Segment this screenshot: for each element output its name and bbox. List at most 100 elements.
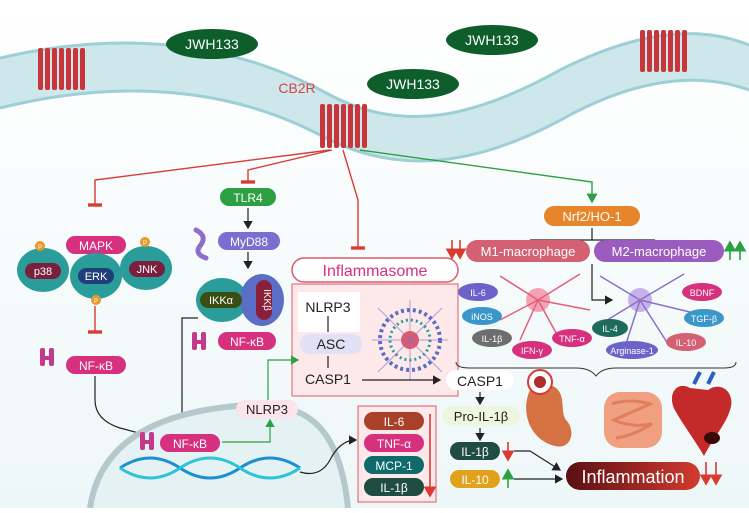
m1-marker: [552, 329, 592, 347]
ligand-label: JWH133: [386, 76, 440, 92]
tlr4-node: [220, 188, 276, 206]
ligand-jwh133-right: [446, 25, 538, 55]
erk-label: ERK: [85, 271, 108, 283]
cytokine-tnfa: [364, 434, 424, 452]
nfkb-label: NF-κB: [230, 335, 264, 349]
m1-marker-label: TNF-α: [559, 334, 585, 344]
bracket: [455, 361, 737, 377]
p38-node: [25, 263, 61, 279]
ikkb-label: IKKβ: [261, 289, 272, 311]
m1-marker: [462, 307, 502, 325]
m2-marker-label: TGF-β: [691, 314, 717, 324]
ligand-label: JWH133: [465, 32, 519, 48]
ligand-label: JWH133: [185, 36, 239, 52]
p38-label: p38: [34, 266, 52, 278]
arrow: [94, 376, 152, 439]
nlrp3-panel: [298, 292, 360, 332]
cytokine-label: MCP-1: [375, 459, 413, 473]
cytokine-label: IL-6: [384, 415, 405, 429]
nrf2-node: [544, 206, 640, 226]
m2-marker-label: Arginase-1: [610, 346, 654, 356]
nfkb-dimer-icon: [40, 348, 54, 366]
heart-icon: [671, 371, 732, 456]
m2-marker: [606, 341, 658, 359]
intestine-icon: [604, 392, 662, 448]
arrow: [514, 450, 562, 471]
m2-node: [594, 240, 724, 262]
m2-label: M2-macrophage: [612, 244, 707, 259]
ikkb-node: [256, 280, 272, 320]
mapk-label: MAPK: [79, 239, 113, 253]
cytokine-mcp1: [364, 456, 424, 474]
inflammasome-title: Inflammasome: [323, 263, 428, 280]
m2-marker-label: IL-10: [676, 338, 697, 348]
nrf2-label: Nrf2/HO-1: [562, 209, 621, 224]
tlr4-label: TLR4: [233, 191, 263, 205]
myd88-shape: [193, 227, 209, 261]
cb2r-receptor-center: [320, 104, 367, 148]
casp1-label: CASP1: [305, 371, 351, 387]
m1-marker-label: IL-6: [470, 288, 486, 298]
nfkb-node-tlr: [218, 332, 276, 350]
nfkb-node-left: [66, 356, 126, 374]
arrow: [222, 418, 275, 443]
m2-marker: [682, 283, 722, 301]
receptor-label: CB2R: [278, 80, 315, 96]
m2-marker: [592, 319, 628, 337]
myd88-node: [218, 232, 280, 250]
asc-label: ASC: [317, 336, 346, 352]
m2-macrophage-cell: [599, 273, 691, 345]
cb2r-receptor-left: [38, 48, 85, 90]
arrow: [591, 264, 614, 305]
m2-marker-label: BDNF: [690, 288, 715, 298]
casp1-node: [446, 370, 514, 390]
inflammation-node: [566, 462, 700, 490]
m1-macrophage-cell: [499, 273, 591, 341]
m1-marker-label: iNOS: [471, 312, 493, 322]
erk-node: [78, 268, 114, 284]
m1-marker: [458, 283, 498, 301]
m1-label: M1-macrophage: [481, 244, 576, 259]
casp1-label: CASP1: [457, 373, 503, 389]
ligand-jwh133-center: [367, 69, 459, 99]
kidney-icon: [526, 369, 572, 447]
ikka-label: IKKα: [209, 295, 234, 307]
signal-lines: [88, 149, 598, 250]
nlrp3-label: NLRP3: [246, 402, 288, 417]
m2-marker: [666, 333, 706, 351]
m1-marker: [472, 329, 512, 347]
inflammation-label: Inflammation: [581, 467, 684, 487]
nfkb-node-nucleus: [160, 434, 220, 452]
cytokine-label: TNF-α: [377, 437, 411, 451]
arrow: [177, 317, 198, 432]
il10-label: IL-10: [461, 473, 489, 487]
dna-helix-icon: [119, 456, 301, 480]
inflammasome-header: [291, 257, 459, 283]
nfkb-dimer-icon: [192, 332, 206, 350]
arrow: [299, 435, 358, 475]
pro-il1b-node: [442, 406, 520, 426]
phospho-label: P: [38, 245, 42, 251]
phospho-label: P: [94, 299, 98, 305]
m1-marker-label: IFN-γ: [521, 346, 543, 356]
mapk-node: [66, 236, 126, 254]
il1b-node: [450, 442, 500, 460]
jnk-node: [129, 261, 165, 277]
nlrp3-node-nucleus: [236, 400, 298, 418]
nlrp3-label: NLRP3: [305, 299, 350, 315]
nfkb-label: NF-κB: [173, 437, 207, 451]
phospho-label: P: [143, 241, 147, 247]
nfkb-label: NF-κB: [79, 359, 113, 373]
il10-node: [450, 470, 500, 488]
nfkb-dimer-icon: [140, 432, 154, 450]
asc-node: [300, 334, 362, 354]
ikka-node: [200, 292, 242, 308]
m1-node: [466, 240, 590, 262]
pro-il1b-label: Pro-IL-1β: [454, 409, 508, 424]
cytokine-il1b: [364, 478, 424, 496]
inflammasome-ring-icon: [372, 300, 448, 380]
jnk-label: JNK: [137, 264, 158, 276]
arrow: [267, 355, 300, 400]
cytokine-il6: [364, 412, 424, 430]
cytokine-label: IL-1β: [380, 481, 408, 495]
